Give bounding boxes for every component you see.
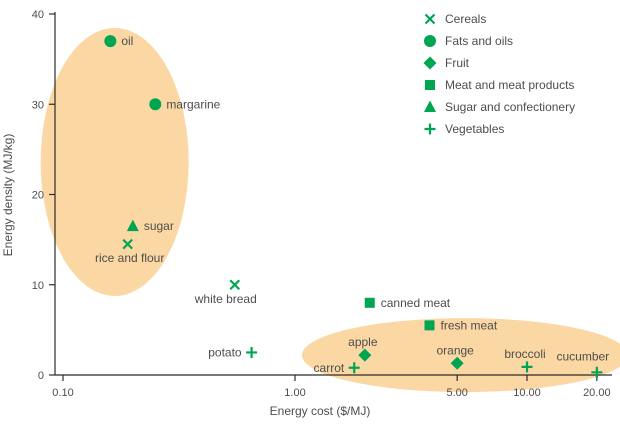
point-label-cucumber: cucumber <box>556 349 609 363</box>
point-label-canned-meat: canned meat <box>381 296 451 310</box>
legend-label: Vegetables <box>445 122 504 136</box>
x-tick-label: 20.00 <box>583 387 611 399</box>
axes: 0.10 1.00 5.00 10.00 20.00 0 10 20 30 40 <box>32 9 612 399</box>
legend-item-fats-and-oils: Fats and oils <box>424 34 513 48</box>
data-point-margarine <box>149 98 162 111</box>
triangle-icon <box>424 100 436 112</box>
y-tick-label: 20 <box>32 190 44 202</box>
point-label-oil: oil <box>121 34 133 48</box>
square-icon <box>425 80 435 90</box>
circle-icon <box>424 35 436 47</box>
point-label-sugar: sugar <box>144 219 174 233</box>
y-tick-label: 10 <box>32 280 44 292</box>
y-tick-label: 30 <box>32 99 44 111</box>
y-tick-label: 40 <box>32 9 44 21</box>
x-axis-title: Energy cost ($/MJ) <box>270 404 371 418</box>
highlight-ellipses <box>40 28 620 393</box>
point-label-apple: apple <box>348 335 378 349</box>
data-point-rice-and-flour <box>122 238 133 250</box>
y-tick-label: 0 <box>38 370 44 382</box>
diamond-icon <box>423 56 437 70</box>
y-axis-title: Energy density (MJ/kg) <box>1 134 15 257</box>
legend-label: Sugar and confectionery <box>445 100 575 114</box>
x-tick-label: 0.10 <box>52 387 73 399</box>
data-point-orange <box>450 356 464 370</box>
low-cost-high-energy-group-ellipse <box>40 28 189 297</box>
point-label-broccoli: broccoli <box>504 347 545 361</box>
point-label-carrot: carrot <box>314 361 345 375</box>
high-cost-low-energy-group-ellipse <box>301 318 620 393</box>
x-icon <box>424 13 436 25</box>
x-tick-label: 5.00 <box>446 387 467 399</box>
legend-label: Cereals <box>445 12 486 26</box>
x-tick-label: 10.00 <box>513 387 541 399</box>
data-point-sugar <box>126 219 139 232</box>
data-point-potato <box>246 346 258 358</box>
point-label-margarine: margarine <box>166 97 220 111</box>
data-point-cucumber <box>591 366 603 378</box>
legend-item-fruit: Fruit <box>423 56 470 70</box>
legend-label: Meat and meat products <box>445 78 574 92</box>
point-label-orange: orange <box>436 343 474 357</box>
data-point-oil <box>104 35 117 48</box>
point-label-potato: potato <box>208 345 242 359</box>
plus-icon <box>424 123 436 135</box>
legend-label: Fats and oils <box>445 34 513 48</box>
legend-label: Fruit <box>445 56 470 70</box>
data-point-canned-meat <box>364 297 375 308</box>
point-label-fresh-meat: fresh meat <box>441 318 498 332</box>
x-tick-label: 1.00 <box>284 387 305 399</box>
data-point-broccoli <box>521 361 533 373</box>
data-point-carrot <box>348 362 360 374</box>
point-label-white-bread: white bread <box>194 292 257 306</box>
data-point-apple <box>358 348 372 362</box>
legend-item-cereals: Cereals <box>424 12 486 26</box>
legend-item-meat-and-meat-products: Meat and meat products <box>425 78 574 92</box>
data-point-white-bread <box>229 279 241 291</box>
legend-item-sugar-and-confectionery: Sugar and confectionery <box>424 100 575 114</box>
data-point-fresh-meat <box>424 320 435 331</box>
data-points: oil margarine sugar rice and flour white bre… <box>95 34 609 378</box>
point-label-rice-and-flour: rice and flour <box>95 251 164 265</box>
legend-item-vegetables: Vegetables <box>424 122 504 136</box>
